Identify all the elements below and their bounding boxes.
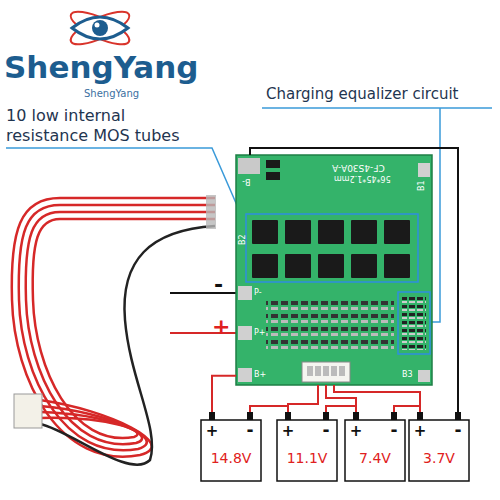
- wire: [334, 385, 420, 412]
- brand-name: ShengYang: [4, 50, 198, 86]
- brand-subtitle: ShengYang: [84, 88, 139, 100]
- wire: [326, 385, 356, 412]
- pad-label: B2: [238, 234, 247, 245]
- battery-body: [409, 420, 469, 481]
- mosfet: [285, 220, 311, 244]
- power-lead: [170, 292, 240, 294]
- cell-voltage: 3.7V: [408, 450, 470, 466]
- cable-wire: [12, 198, 215, 457]
- pad-label: B+: [254, 370, 266, 379]
- terminal-sign: +: [204, 423, 220, 440]
- battery-body: [201, 420, 261, 481]
- battery-body: [277, 420, 337, 481]
- highlight-box: [398, 292, 430, 354]
- model-number: CF-4S30A-A: [332, 163, 385, 173]
- terminal-sign: +: [280, 423, 296, 440]
- wire: [250, 406, 288, 412]
- cell-voltage: 14.8V: [200, 450, 262, 466]
- wire: [250, 148, 458, 412]
- mosfet: [252, 220, 278, 244]
- pcb-body: [236, 155, 432, 385]
- mosfet: [351, 220, 377, 244]
- balance-connector: [302, 362, 350, 382]
- terminal-sign: +: [412, 423, 428, 440]
- battery-cell: + - 11.1V: [276, 412, 338, 482]
- wire: [288, 385, 318, 412]
- terminal-sign: +: [348, 423, 364, 440]
- mosfet: [351, 254, 377, 278]
- solder-pad: [238, 368, 252, 382]
- connector-pin: [331, 366, 337, 376]
- mosfet: [318, 254, 344, 278]
- solder-pad: [238, 286, 252, 300]
- terminal-sign: -: [386, 421, 402, 441]
- terminal-sign: -: [242, 421, 258, 441]
- wire: [394, 406, 420, 412]
- connector-pin: [307, 366, 313, 376]
- connector-pin: [323, 366, 329, 376]
- mosfet: [285, 254, 311, 278]
- logo-eye: [72, 17, 128, 39]
- solder-pad: [418, 163, 430, 177]
- cable-wire: [19, 205, 215, 450]
- mosfet: [252, 254, 278, 278]
- mosfet: [384, 220, 410, 244]
- leader-line: [262, 107, 492, 109]
- wire-tips: [206, 195, 216, 229]
- highlight-box: [246, 214, 418, 282]
- battery-body: [345, 420, 405, 481]
- pad-label: P-: [254, 288, 262, 297]
- cell-voltage: 7.4V: [344, 450, 406, 466]
- board-dimensions: 56*45*1.2mm: [334, 174, 391, 183]
- polarity-sign: +: [212, 314, 230, 339]
- pad-label: P+: [254, 328, 266, 337]
- battery-cell: + - 14.8V: [200, 412, 262, 482]
- callout-text: Charging equalizer circuit: [266, 86, 458, 103]
- cable-wire: [40, 226, 215, 465]
- battery-cell: + - 7.4V: [344, 412, 406, 482]
- component-array: [266, 298, 394, 350]
- callout-text: 10 low internal resistance MOS tubes: [6, 106, 211, 146]
- pcb-board: CF-4S30A-A56*45*1.2mm B- B2 B1P- P+ B+ B3: [236, 155, 432, 385]
- cable-wire: [26, 212, 215, 444]
- mosfet: [384, 254, 410, 278]
- logo-pupil: [92, 20, 108, 36]
- mosfet: [318, 220, 344, 244]
- smd-part: [266, 160, 280, 168]
- cable-wire: [33, 219, 215, 438]
- wire: [326, 406, 356, 412]
- pad-label: B1: [417, 180, 426, 191]
- logo-glint: [95, 23, 100, 28]
- cable-connector: [14, 394, 42, 428]
- solder-pad: [238, 326, 252, 340]
- solder-pad: [418, 370, 430, 382]
- logo-orbit: [67, 5, 133, 50]
- cell-voltage: 11.1V: [276, 450, 338, 466]
- pad-label: B3: [402, 370, 413, 379]
- terminal-sign: -: [450, 421, 466, 441]
- solder-pad: [238, 158, 260, 174]
- logo-orbit: [67, 5, 133, 50]
- component-array: [402, 296, 426, 350]
- connector-pin: [339, 366, 345, 376]
- terminal-sign: -: [318, 421, 334, 441]
- connector-pin: [315, 366, 321, 376]
- pad-label: B-: [242, 177, 250, 186]
- smd-part: [266, 172, 280, 180]
- battery-cell: + - 3.7V: [408, 412, 470, 482]
- wire: [212, 376, 236, 412]
- polarity-sign: -: [214, 272, 223, 297]
